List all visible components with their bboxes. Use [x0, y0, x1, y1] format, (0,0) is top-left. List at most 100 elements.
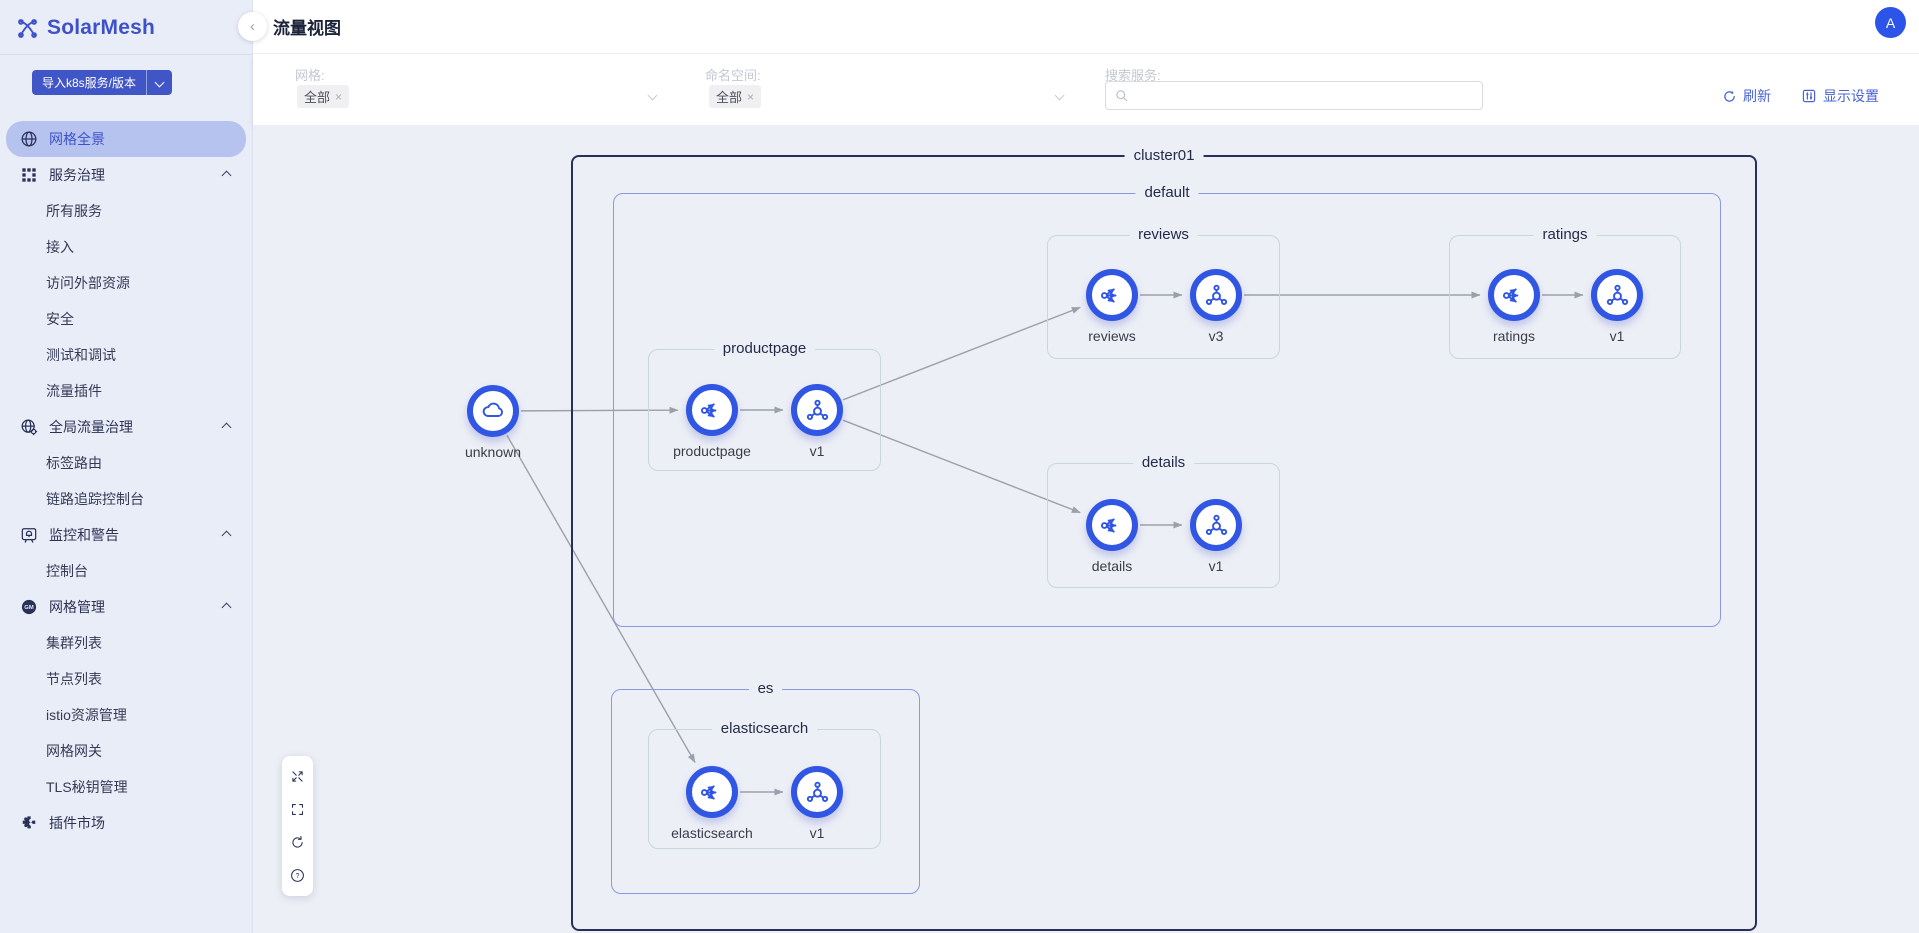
- atom-mesh-icon: [18, 18, 37, 38]
- sidebar-item-test-debug[interactable]: 测试和调试: [0, 337, 252, 373]
- group-box-group-ratings: ratings: [1449, 226, 1681, 359]
- group-box-group-details: details: [1047, 454, 1280, 588]
- expand-button[interactable]: [282, 760, 313, 793]
- sidebar-item-label: 测试和调试: [46, 347, 116, 363]
- namespace-label: default: [1135, 184, 1199, 201]
- group-label: ratings: [1533, 226, 1597, 243]
- namespace-box-ns-es: es: [611, 680, 920, 894]
- import-dropdown-toggle[interactable]: [146, 70, 172, 95]
- node-productpage[interactable]: [686, 384, 738, 436]
- sidebar-item-label: 网格全景: [49, 131, 105, 147]
- node-label-productpage-v1: v1: [809, 443, 825, 459]
- filterbar: 网格: 全部× 命名空间: 全部× 搜索服务: 刷新: [253, 54, 1919, 125]
- node-details-v1[interactable]: [1190, 499, 1242, 551]
- cluster-box-cluster01: cluster01: [571, 147, 1757, 931]
- namespace-selected-tag: 全部×: [709, 85, 762, 108]
- sidebar-item-label: istio资源管理: [46, 707, 127, 723]
- node-label-productpage: productpage: [673, 443, 751, 459]
- help-button[interactable]: ?: [282, 859, 313, 892]
- node-label-ratings: ratings: [1492, 328, 1536, 344]
- sidebar-item-label: 节点列表: [46, 671, 102, 687]
- node-details[interactable]: [1086, 499, 1138, 551]
- traffic-graph-canvas[interactable]: ? cluster01 default es productpage reviews ra…: [253, 125, 1919, 933]
- sidebar-item-label: 服务治理: [49, 167, 105, 183]
- node-unknown[interactable]: [467, 385, 519, 437]
- sidebar-item-cluster-list[interactable]: 集群列表: [0, 625, 252, 661]
- node-reviews[interactable]: [1086, 269, 1138, 321]
- global-traffic-icon: [19, 417, 39, 437]
- node-label-unknown: unknown: [464, 444, 522, 460]
- reset-button[interactable]: [282, 826, 313, 859]
- fullscreen-button[interactable]: [282, 793, 313, 826]
- display-settings-button[interactable]: 显示设置: [1801, 86, 1879, 106]
- svg-text:GM: GM: [24, 605, 34, 611]
- cluster-label: cluster01: [1124, 147, 1204, 164]
- mesh-select[interactable]: 全部×: [297, 85, 350, 108]
- node-elasticsearch-v1[interactable]: [791, 766, 843, 818]
- sidebar-item-label: 访问外部资源: [46, 275, 130, 291]
- sidebar-item-global-traffic[interactable]: 全局流量治理: [0, 409, 252, 445]
- refresh-button[interactable]: 刷新: [1722, 86, 1771, 106]
- sidebar-item-label: 插件市场: [49, 815, 105, 831]
- sidebar-item-tracing-console[interactable]: 链路追踪控制台: [0, 481, 252, 517]
- sidebar-collapse-button[interactable]: ‹: [238, 12, 267, 41]
- chevron-down-icon: [154, 77, 165, 88]
- sidebar-item-service-governance[interactable]: 服务治理: [0, 157, 252, 193]
- import-k8s-label[interactable]: 导入k8s服务/版本: [42, 76, 137, 90]
- group-label: details: [1132, 454, 1195, 471]
- search-service-input[interactable]: [1135, 82, 1482, 109]
- monitor-alert-icon: [19, 525, 39, 545]
- node-label-reviews-v3: v3: [1208, 328, 1224, 344]
- namespace-select[interactable]: 全部×: [709, 85, 762, 108]
- service-icon: [1502, 287, 1519, 303]
- sidebar-item-istio-resources[interactable]: istio资源管理: [0, 697, 252, 733]
- sidebar-item-mesh-overview[interactable]: 网格全景: [6, 121, 246, 157]
- import-k8s-button[interactable]: 导入k8s服务/版本: [32, 70, 173, 95]
- chevron-down-icon[interactable]: [647, 90, 658, 101]
- node-elasticsearch[interactable]: [686, 766, 738, 818]
- display-settings-icon: [1802, 89, 1816, 103]
- refresh-label: 刷新: [1743, 88, 1771, 104]
- service-icon: [700, 402, 717, 418]
- node-ratings[interactable]: [1488, 269, 1540, 321]
- sidebar-item-access[interactable]: 接入: [0, 229, 252, 265]
- remove-tag-icon[interactable]: ×: [747, 89, 755, 104]
- sidebar-item-tls-secrets[interactable]: TLS秘钥管理: [0, 769, 252, 805]
- node-productpage-v1[interactable]: [791, 384, 843, 436]
- node-label-elasticsearch: elasticsearch: [671, 825, 753, 841]
- sidebar-item-tag-routing[interactable]: 标签路由: [0, 445, 252, 481]
- expand-icon: [289, 768, 306, 785]
- node-reviews-v3[interactable]: [1190, 269, 1242, 321]
- graph-toolbar: ?: [282, 756, 313, 896]
- chevron-down-icon[interactable]: [1054, 90, 1065, 101]
- sidebar-item-label: 链路追踪控制台: [46, 491, 144, 507]
- puzzle-icon: [19, 813, 39, 833]
- sidebar-item-security[interactable]: 安全: [0, 301, 252, 337]
- sidebar-item-traffic-plugins[interactable]: 流量插件: [0, 373, 252, 409]
- namespace-filter-label: 命名空间:: [705, 68, 761, 83]
- sidebar-item-all-services[interactable]: 所有服务: [0, 193, 252, 229]
- group-label: reviews: [1129, 226, 1198, 243]
- version-icon: [1205, 284, 1227, 305]
- topbar: ‹ 流量视图 A: [238, 0, 1919, 54]
- node-label-ratings-v1: v1: [1609, 328, 1625, 344]
- version-icon: [1205, 514, 1227, 535]
- sidebar-item-label: 全局流量治理: [49, 419, 133, 435]
- sidebar-item-plugin-market[interactable]: 插件市场: [0, 805, 252, 841]
- avatar[interactable]: A: [1875, 7, 1906, 38]
- sidebar-item-label: TLS秘钥管理: [46, 779, 128, 795]
- node-ratings-v1[interactable]: [1591, 269, 1643, 321]
- service-icon: [1100, 517, 1117, 533]
- sidebar-item-mesh-gateway[interactable]: 网格网关: [0, 733, 252, 769]
- sidebar-item-console[interactable]: 控制台: [0, 553, 252, 589]
- group-box-group-productpage: productpage: [648, 340, 881, 471]
- mesh-selected-tag: 全部×: [297, 85, 350, 108]
- sidebar-item-external-resources[interactable]: 访问外部资源: [0, 265, 252, 301]
- remove-tag-icon[interactable]: ×: [335, 89, 343, 104]
- group-box-group-reviews: reviews: [1047, 226, 1280, 359]
- sidebar-item-node-list[interactable]: 节点列表: [0, 661, 252, 697]
- version-icon: [806, 781, 828, 802]
- group-box-group-elasticsearch: elasticsearch: [648, 720, 881, 849]
- sidebar-item-monitoring-alerts[interactable]: 监控和警告: [0, 517, 252, 553]
